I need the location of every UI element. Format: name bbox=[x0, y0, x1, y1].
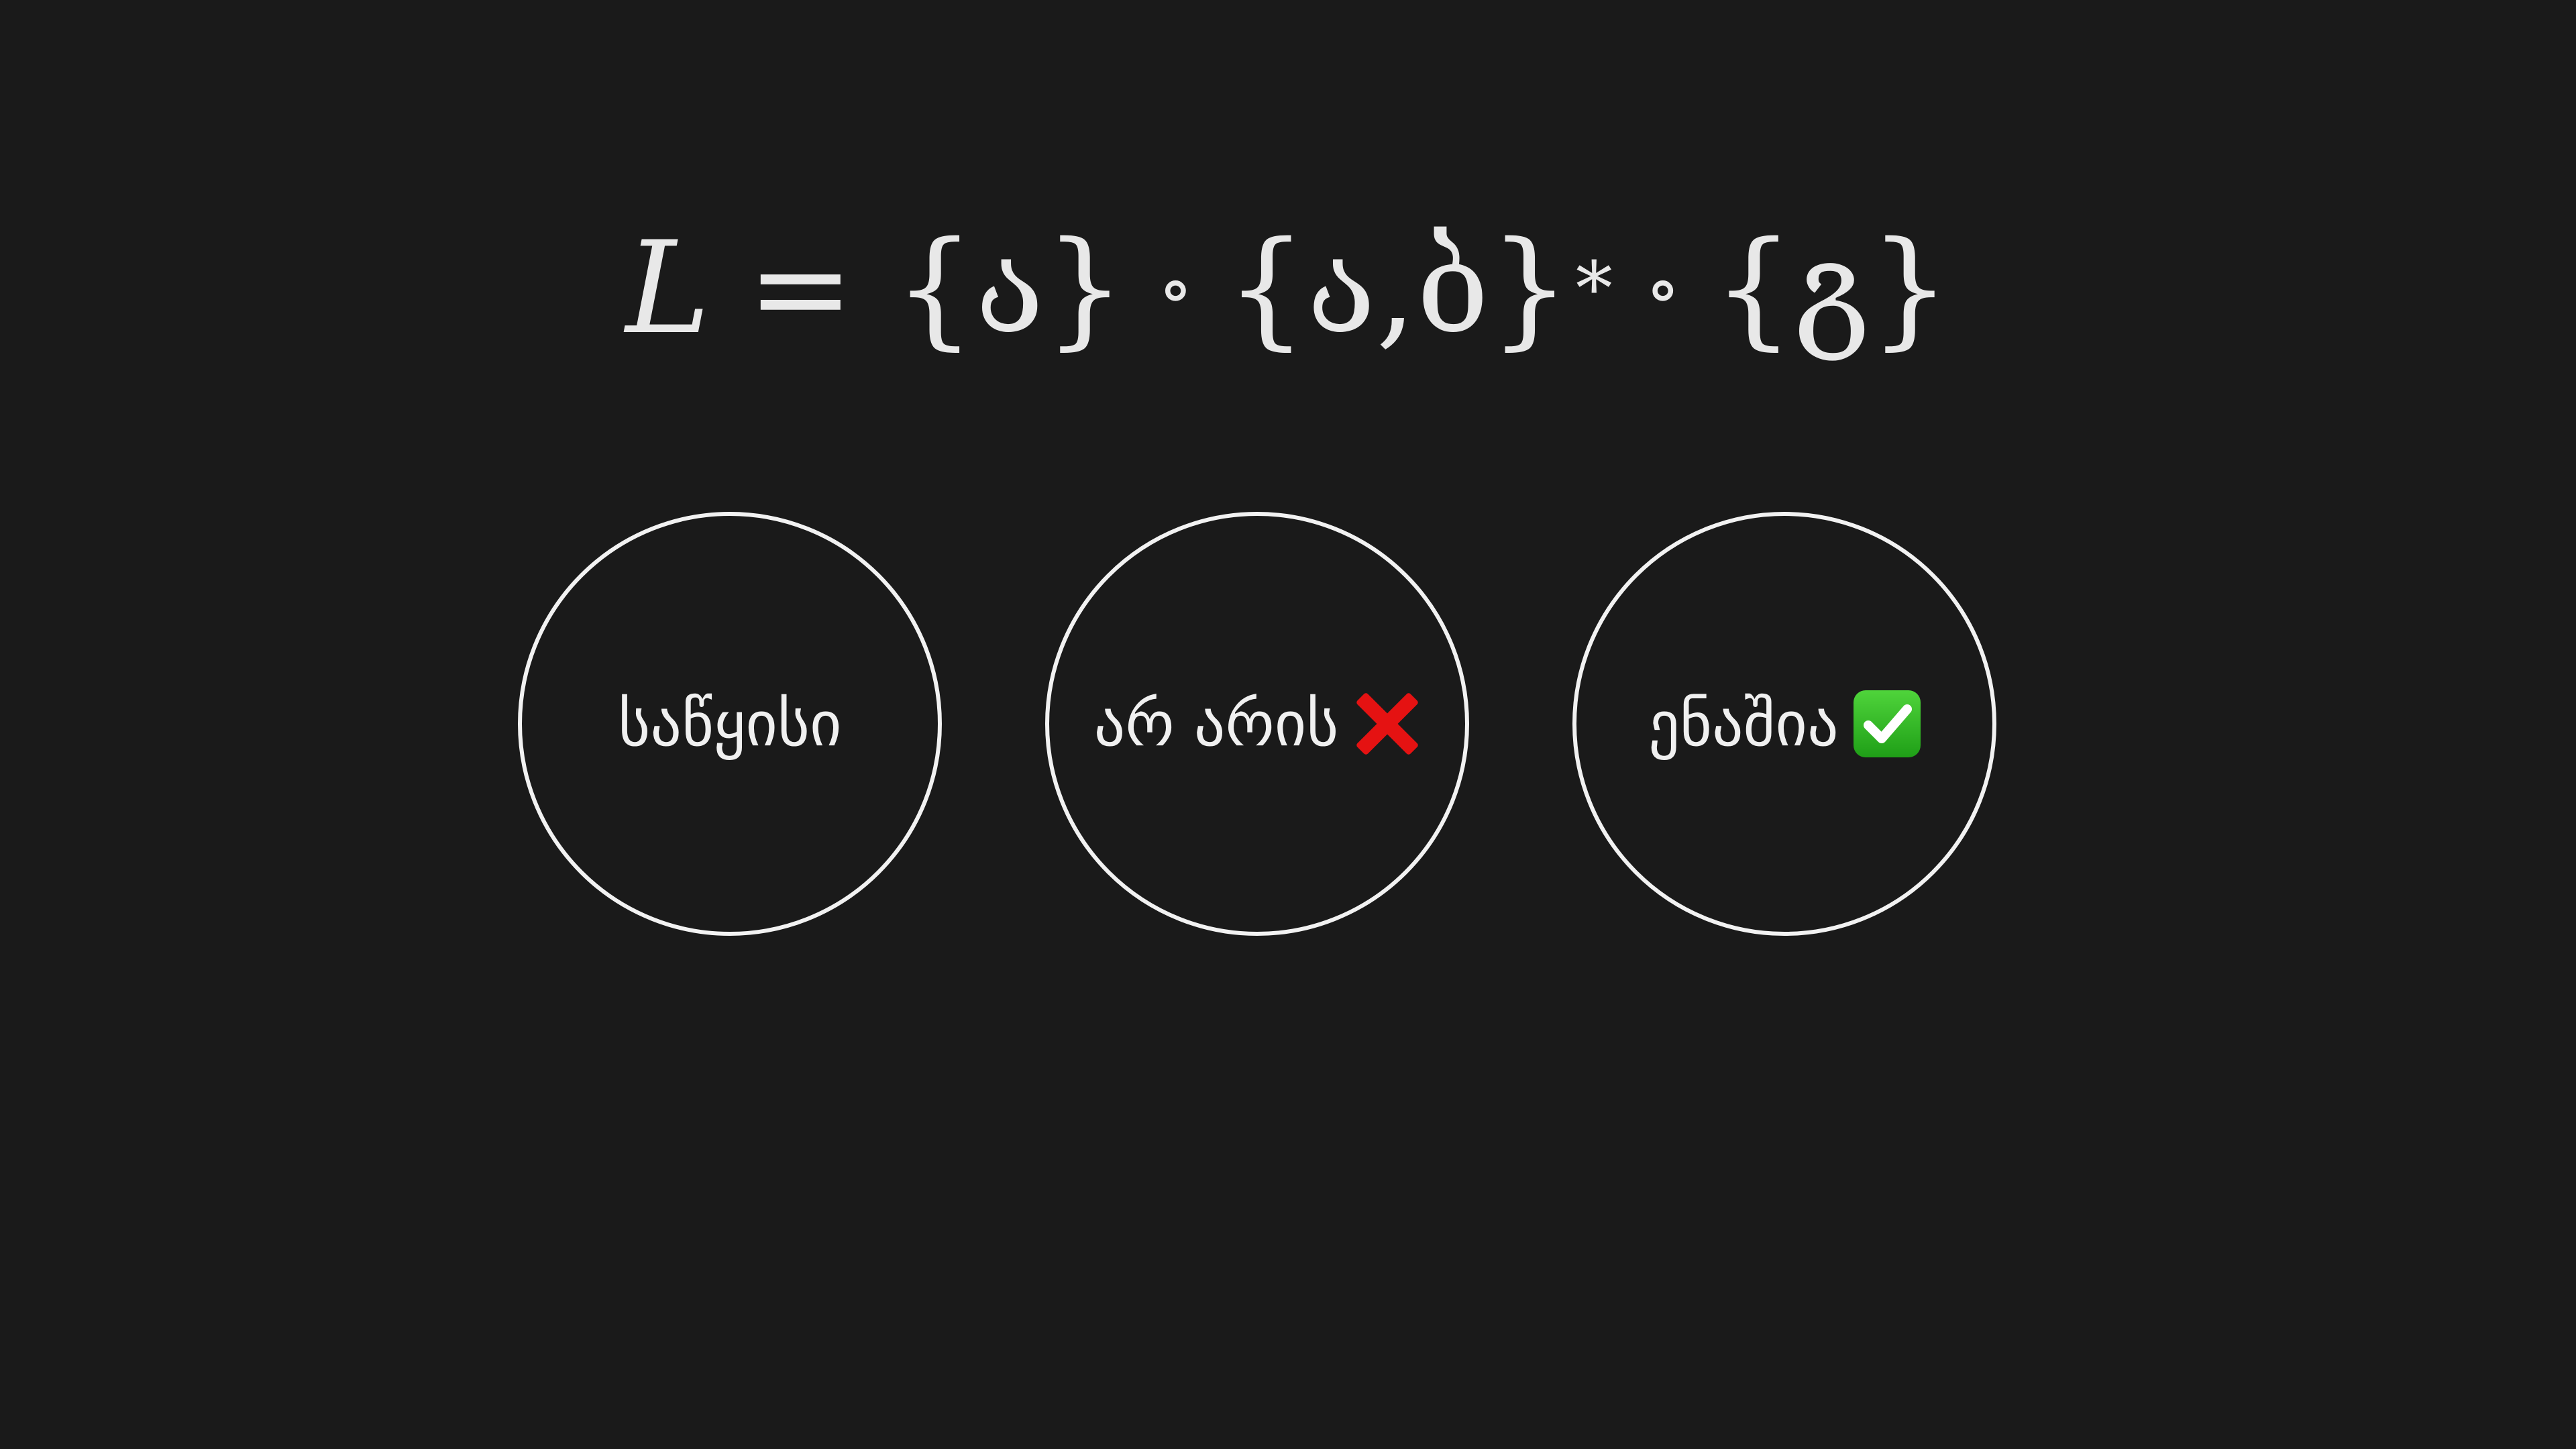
formula-variable: L bbox=[625, 214, 710, 362]
state-node-accept-label: ენაშია bbox=[1648, 688, 1921, 760]
formula-set-g: {გ} bbox=[1713, 214, 1951, 362]
language-formula: L = {ა} ∘ {ა,ბ} * ∘ {გ} bbox=[0, 201, 2576, 376]
state-node-reject-text: არ არის bbox=[1093, 688, 1339, 760]
formula-set-a: {ა} bbox=[894, 214, 1126, 362]
check-icon bbox=[1853, 690, 1921, 757]
state-node-reject-label: არ არის bbox=[1094, 688, 1421, 760]
formula-kleene-star: * bbox=[1575, 246, 1613, 331]
state-node-start: საწყისი bbox=[518, 512, 942, 936]
state-node-start-text: საწყისი bbox=[618, 688, 842, 760]
formula-equals: = bbox=[747, 214, 854, 362]
state-node-reject: არ არის bbox=[1045, 512, 1469, 936]
formula-set-ab: {ა,ბ} bbox=[1226, 214, 1570, 362]
formula-compose-op-1: ∘ bbox=[1157, 246, 1194, 331]
state-node-accept: ენაშია bbox=[1572, 512, 1996, 936]
cross-icon bbox=[1353, 690, 1420, 757]
state-node-accept-text: ენაშია bbox=[1648, 688, 1839, 760]
formula-compose-op-2: ∘ bbox=[1644, 246, 1681, 331]
state-node-start-label: საწყისი bbox=[618, 688, 841, 760]
